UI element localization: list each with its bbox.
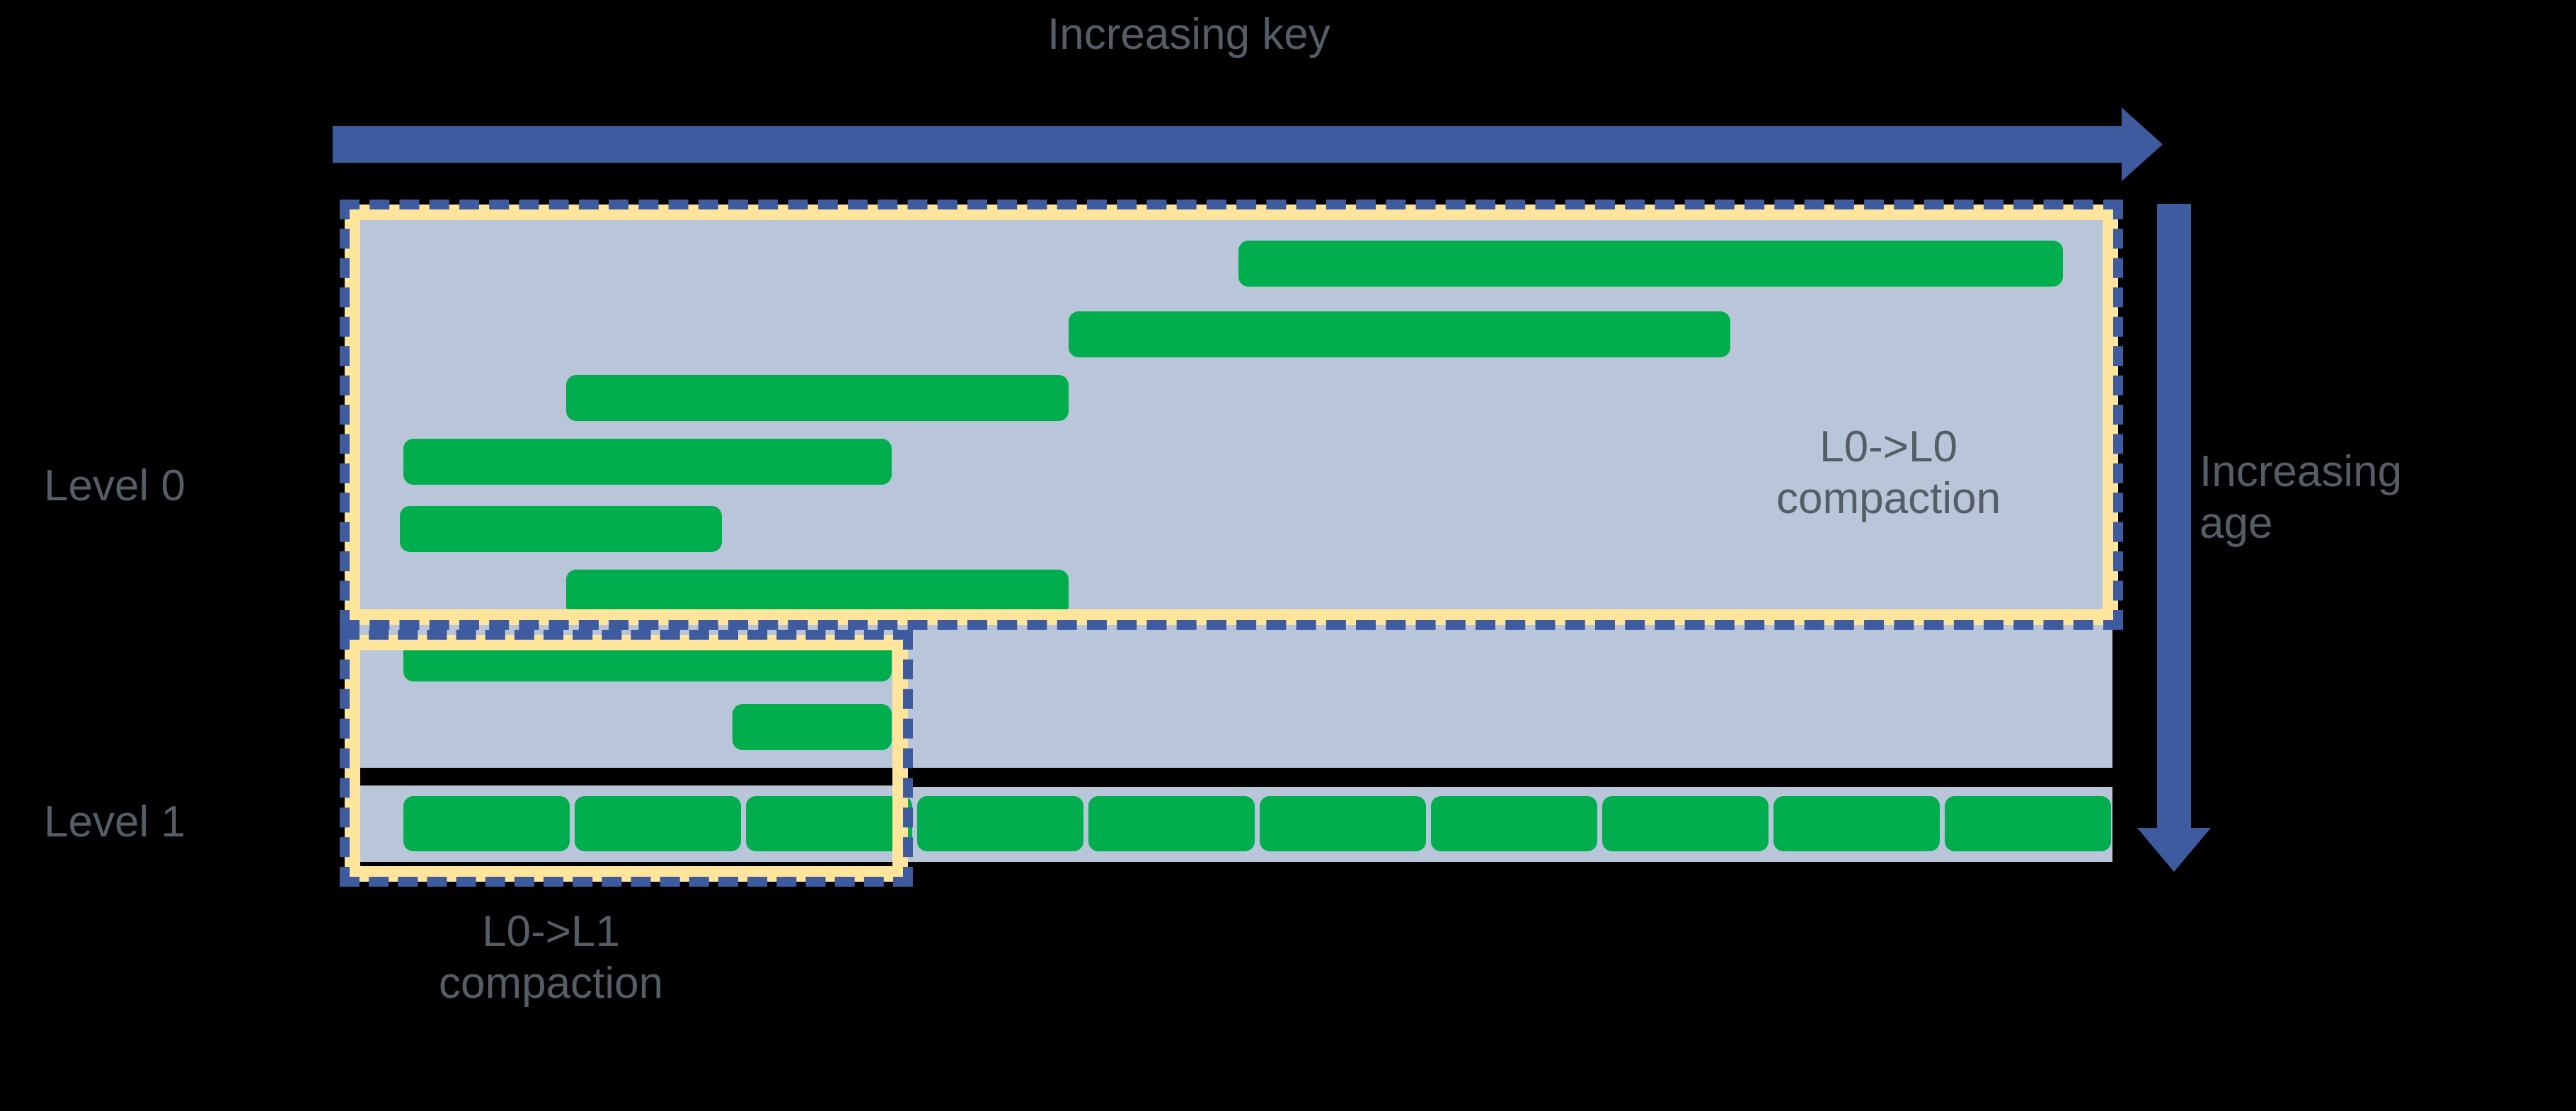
increasing-age-arrow-head <box>2137 828 2211 872</box>
sstable-l1-4 <box>917 796 1083 851</box>
increasing-age-arrow-shaft <box>2157 204 2191 834</box>
l0-l1-highlight-dashed <box>340 630 913 887</box>
sstable-l0-5 <box>400 506 722 552</box>
sstable-l0-3 <box>566 375 1069 421</box>
level-0-label: Level 0 <box>44 461 185 510</box>
increasing-key-arrow-head <box>2122 108 2163 181</box>
sstable-l1-5 <box>1088 796 1255 851</box>
sstable-l1-2 <box>575 796 741 851</box>
axis-label-increasing-key: Increasing key <box>1047 10 1330 59</box>
l0-l0-highlight-dashed <box>340 200 2123 630</box>
sstable-l1-3 <box>746 796 912 851</box>
sstable-l1-8 <box>1602 796 1769 851</box>
level-1-label: Level 1 <box>44 798 185 846</box>
level-separator <box>913 768 2116 787</box>
sstable-l1-10 <box>1945 796 2111 851</box>
l0-l1-compaction-label: L0->L1 compaction <box>439 907 664 1008</box>
sstable-l1-6 <box>1260 796 1426 851</box>
increasing-key-arrow-shaft <box>333 126 2134 163</box>
sstable-l1-9 <box>1773 796 1940 851</box>
sstable-l1-1 <box>403 796 570 851</box>
sstable-l0-2 <box>1069 311 1730 357</box>
sstable-l0-4 <box>403 439 892 485</box>
sstable-l0-8 <box>732 704 892 750</box>
sstable-l1-7 <box>1431 796 1597 851</box>
l0-l0-compaction-label: L0->L0 compaction <box>1776 422 2001 524</box>
axis-label-increasing-age: Increasing age <box>2200 447 2403 548</box>
sstable-l0-1 <box>1238 241 2063 287</box>
sstable-l0-6 <box>566 570 1069 616</box>
